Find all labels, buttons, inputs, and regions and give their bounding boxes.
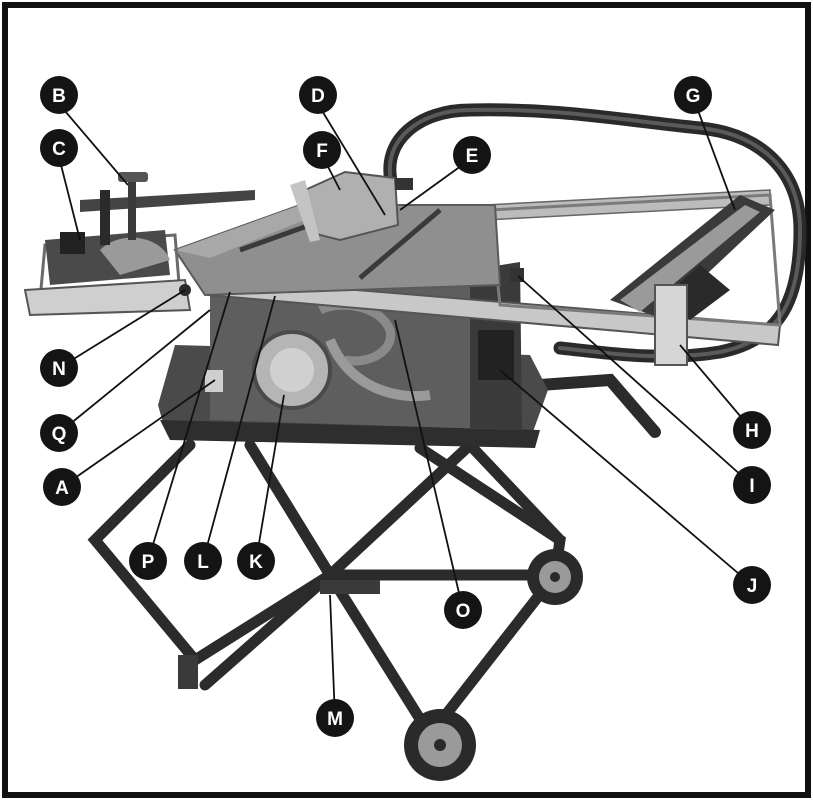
callout-letter: I [749,476,754,497]
table-saw-illustration [23,103,807,781]
callout-h: H [733,411,771,449]
callout-letter: E [466,146,479,167]
stand-wheel-front [404,709,476,781]
part-callouts: A B C D E F G H I J K L M N O P Q [40,76,771,737]
callout-g: G [674,76,712,114]
callout-letter: O [456,601,471,622]
leader-l [202,295,276,562]
callout-badge [733,566,771,604]
stand-wheel-rear [527,549,583,605]
callout-letter: A [55,478,69,499]
callout-l: L [184,542,222,580]
rip-fence [610,195,775,320]
callout-p: P [129,542,167,580]
callout-letter: H [745,421,759,442]
callout-badge [237,542,275,580]
callout-m: M [316,699,354,737]
callout-badge [444,591,482,629]
leader-n [58,289,186,369]
callout-letter: K [249,552,263,573]
callout-letter: G [686,86,701,107]
leader-j [499,369,753,586]
fence-lock-handle [654,284,688,366]
callout-letter: J [747,576,758,597]
leader-d [317,103,386,216]
hose-port [395,178,413,190]
callout-j: J [733,566,771,604]
leader-b [58,103,129,186]
callout-letter: Q [52,424,67,445]
callout-letter: M [327,709,343,730]
blade-guard [290,170,400,242]
bevel-handwheel [252,330,332,410]
callout-badge [40,76,78,114]
callout-letter: F [316,141,328,162]
callout-d: D [299,76,337,114]
leader-q [58,309,211,434]
leader-lines [58,96,753,719]
callout-badge [733,466,771,504]
callout-o: O [444,591,482,629]
callout-badge [316,699,354,737]
callout-letter: B [52,86,66,107]
callout-c: C [40,129,78,167]
leader-k [255,394,285,562]
callout-badge [674,76,712,114]
miter-gauge [45,172,170,285]
callout-badge [43,468,81,506]
callout-f: F [303,131,341,169]
callout-badge [299,76,337,114]
callout-q: Q [40,414,78,452]
callout-badge [453,136,491,174]
leader-a [61,379,216,488]
leader-c [58,156,81,241]
motor-vent [478,330,514,380]
callout-letter: L [197,552,209,573]
callout-e: E [453,136,491,174]
callout-letter: D [311,86,325,107]
callout-i: I [733,466,771,504]
leader-g [692,96,736,211]
callout-letter: N [52,359,66,380]
callout-k: K [237,542,275,580]
stand-foot [178,655,198,689]
callout-letter: P [142,552,155,573]
leader-p [147,291,231,562]
callout-badge [129,542,167,580]
callout-n: N [40,349,78,387]
callout-badge [303,131,341,169]
callout-badge [40,349,78,387]
callout-b: B [40,76,78,114]
callout-badge [184,542,222,580]
callout-a: A [43,468,81,506]
callout-badge [733,411,771,449]
leader-m [329,594,336,719]
callout-badge [40,414,78,452]
leader-i [517,275,753,486]
callout-letter: C [52,139,66,160]
stand-handle [534,373,661,438]
stand-latch [320,580,380,594]
callout-badge [40,129,78,167]
leader-o [394,319,464,611]
